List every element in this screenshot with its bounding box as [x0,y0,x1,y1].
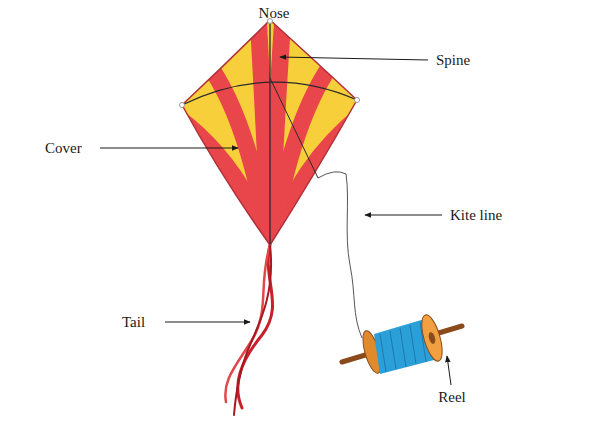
kite-outline [182,20,357,245]
kite-bridle [270,78,318,178]
reel-drawing [342,313,462,375]
kite-spine [269,21,270,244]
part-label: Tail [122,314,145,331]
part-label: Cover [45,140,82,157]
part-label: Kite line [450,207,502,224]
corner-tip [355,98,360,103]
kite-line [318,172,362,338]
kite-cover [170,10,370,255]
kite-bow [182,82,357,105]
part-label: Nose [259,5,290,22]
kite-tail [225,245,272,415]
part-label: Reel [438,389,466,406]
part-label: Spine [436,52,470,69]
leader-lines [100,57,451,385]
corner-tip [180,103,185,108]
